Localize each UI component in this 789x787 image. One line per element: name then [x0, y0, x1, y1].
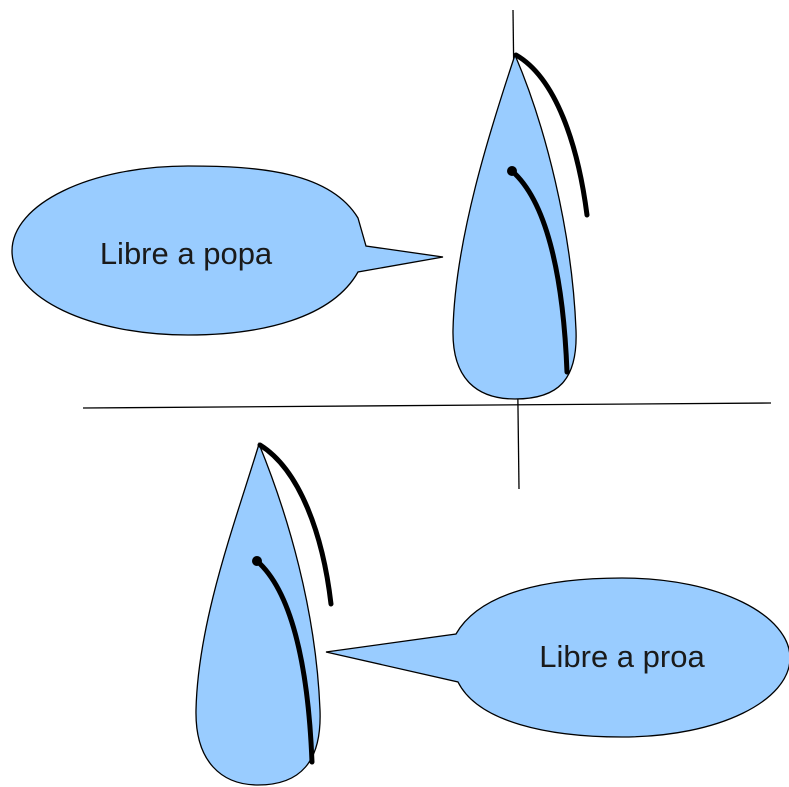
- boat-top-mast: [507, 166, 517, 176]
- boat-bottom-mast: [252, 556, 262, 566]
- boat-top: [452, 52, 590, 400]
- boat-bottom-jib: [257, 442, 334, 607]
- boat-top-jib: [513, 52, 590, 218]
- callout-stern: Libre a popa: [11, 165, 444, 336]
- horizontal-reference-line: [82, 402, 772, 409]
- boat-bottom: [195, 442, 334, 786]
- callout-stern-label: Libre a popa: [100, 236, 273, 271]
- boat-bottom-hull: [195, 442, 321, 786]
- callout-bow-bubble: [325, 577, 789, 738]
- boat-top-mainsail: [509, 168, 570, 375]
- callout-stern-bubble: [11, 165, 444, 336]
- boat-bottom-mainsail: [254, 558, 315, 765]
- callout-bow-label: Libre a proa: [539, 639, 705, 674]
- callout-bow: Libre a proa: [325, 577, 789, 738]
- boat-top-hull: [452, 53, 577, 400]
